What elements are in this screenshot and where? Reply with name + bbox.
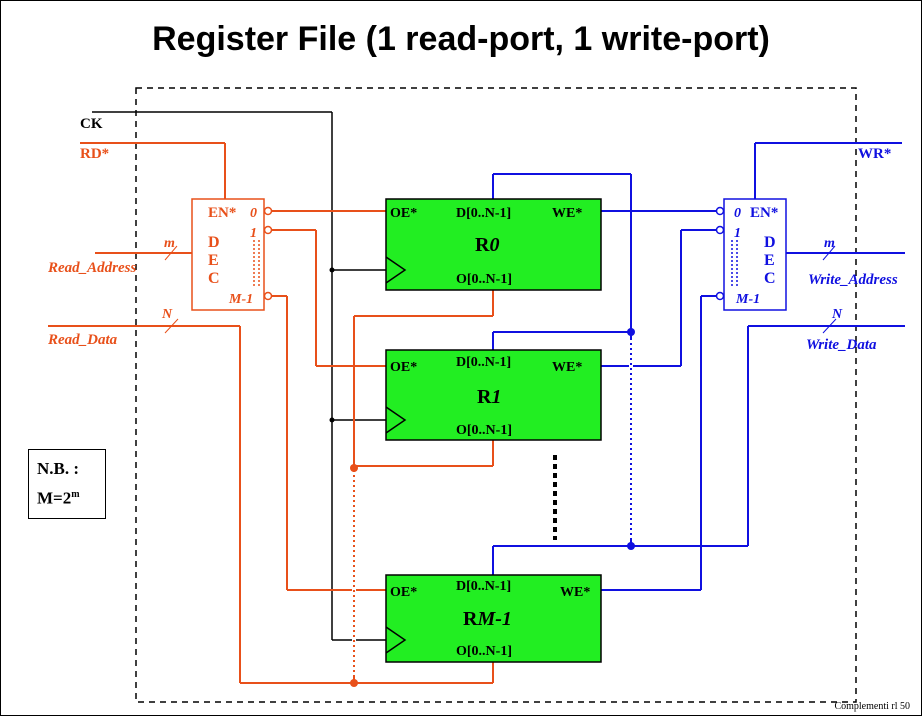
r1-name: R1 [477, 386, 501, 408]
write-decoder-bubble [715, 206, 725, 216]
read-decoder-out0: 0 [250, 206, 257, 221]
r1-o: O[0..N-1] [456, 423, 512, 438]
write-decoder-out1: 1 [734, 226, 741, 241]
write-decoder [723, 198, 787, 311]
write-junction [627, 542, 635, 550]
r0-d: D[0..N-1] [456, 206, 511, 221]
rm1-we: WE* [560, 585, 590, 600]
note-line-1: N.B. : [37, 459, 80, 478]
slide-footer: Complementi rl 50 [834, 701, 910, 712]
read-decoder-bubble [263, 291, 273, 301]
read-decoder-e: E [208, 252, 219, 269]
r0-we: WE* [552, 206, 582, 221]
read-junction [350, 464, 358, 472]
read-decoder-outm: M-1 [228, 292, 253, 307]
rm1-d: D[0..N-1] [456, 579, 511, 594]
read-data-label: Read_Data [47, 332, 118, 348]
r0-name: R0 [475, 234, 499, 256]
write-decoder-outm: M-1 [735, 292, 760, 307]
clock-junction [329, 267, 335, 273]
register-r1 [385, 349, 602, 441]
write-wires [492, 142, 905, 591]
rm1-oe: OE* [390, 585, 417, 600]
clock-junction [329, 417, 335, 423]
rd-label: RD* [80, 146, 109, 162]
read-decoder-c: C [208, 270, 220, 287]
write-decoder-bubble [715, 225, 725, 235]
read-decoder-bubble [263, 206, 273, 216]
read-decoder-en: EN* [208, 205, 236, 221]
read-address-width: m [164, 236, 175, 251]
ck-label: CK [80, 116, 103, 132]
write-decoder-c: C [764, 270, 776, 287]
rm1-name: RM-1 [463, 608, 512, 630]
read-data-width: N [161, 307, 173, 322]
register-r0 [385, 198, 602, 291]
note-box: N.B. : M=2m [28, 449, 106, 519]
read-decoder-bubble [263, 225, 273, 235]
r0-o: O[0..N-1] [456, 272, 512, 287]
read-wires [48, 142, 494, 684]
write-decoder-en: EN* [750, 205, 778, 221]
read-junction [350, 679, 358, 687]
r0-oe: OE* [390, 206, 417, 221]
write-junction [627, 328, 635, 336]
write-address-label: Write_Address [808, 272, 898, 288]
write-decoder-bubble [715, 291, 725, 301]
slide-title: Register File (1 read-port, 1 write-port… [152, 20, 770, 58]
write-decoder-e: E [764, 252, 775, 269]
r1-d: D[0..N-1] [456, 355, 511, 370]
wr-label: WR* [858, 146, 891, 162]
r1-oe: OE* [390, 360, 417, 375]
rm1-o: O[0..N-1] [456, 644, 512, 659]
dashed-boundary [135, 87, 857, 703]
clock-wires [92, 111, 386, 641]
write-data-width: N [831, 307, 843, 322]
note-line-2: M=2m [37, 488, 80, 508]
register-rm-1 [385, 574, 602, 663]
read-decoder [191, 198, 265, 311]
write-data-label: Write_Data [806, 337, 877, 353]
read-decoder-out1: 1 [250, 226, 257, 241]
write-address-width: m [824, 236, 835, 251]
r1-we: WE* [552, 360, 582, 375]
read-decoder-d: D [208, 234, 220, 251]
write-decoder-d: D [764, 234, 776, 251]
read-address-label: Read_Address [47, 260, 137, 276]
write-decoder-out0: 0 [734, 206, 741, 221]
